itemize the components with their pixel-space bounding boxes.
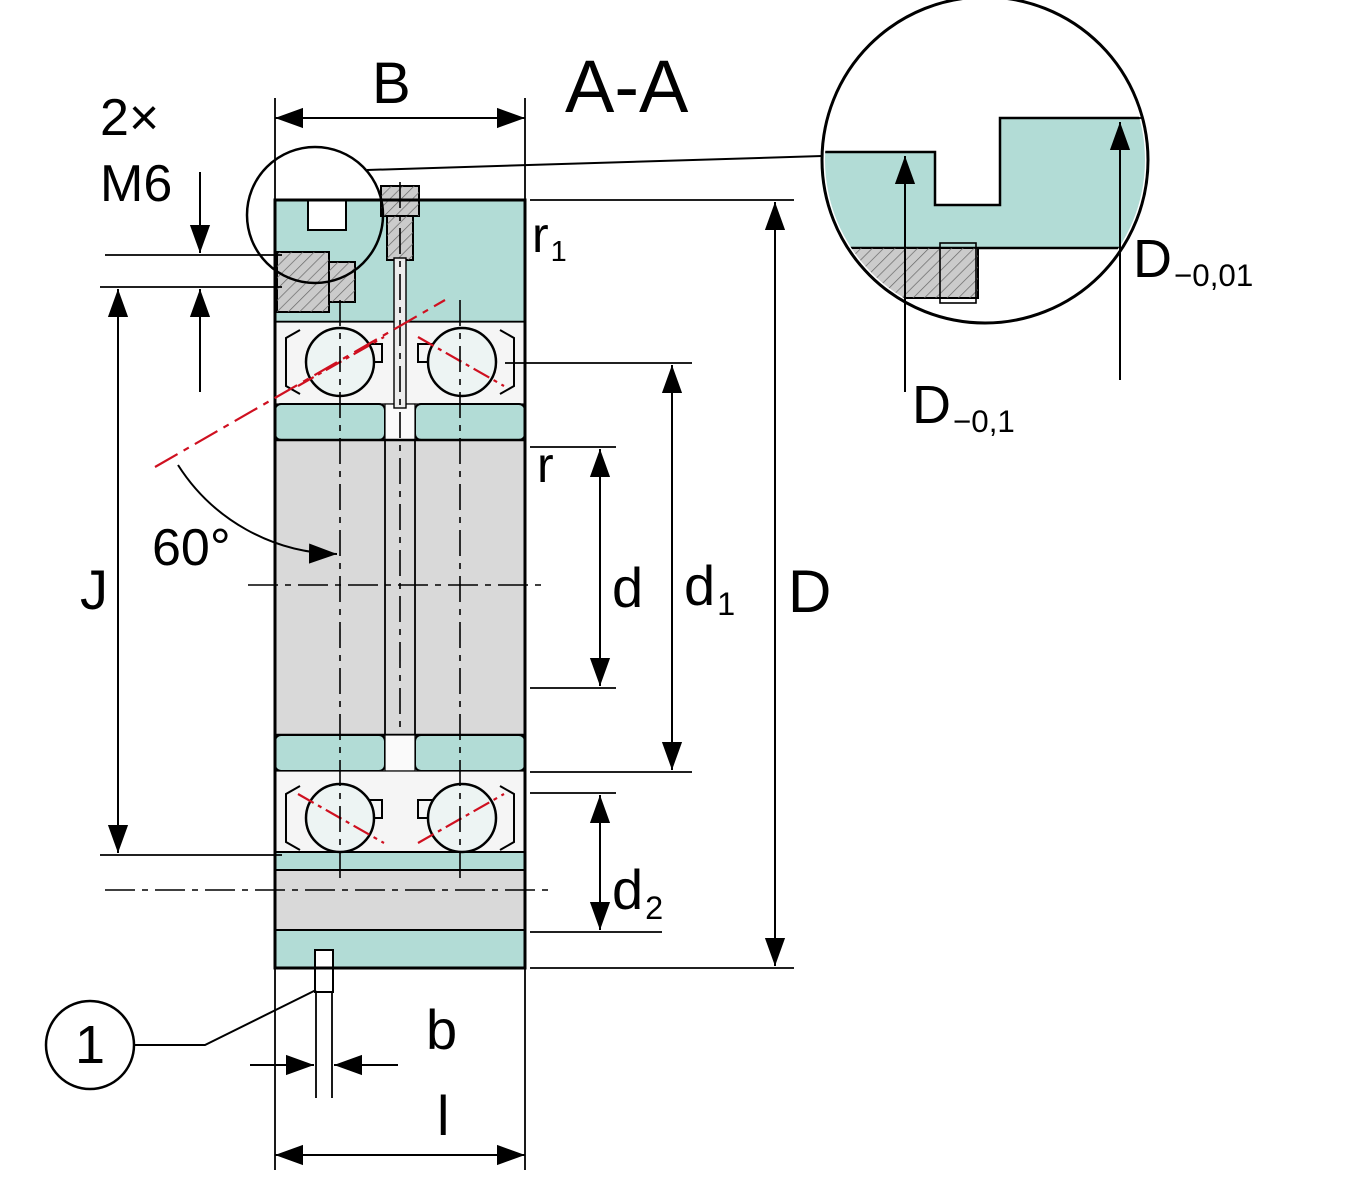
inner-shoulder-upper-left <box>274 403 386 441</box>
detail-screw-step <box>939 242 977 304</box>
outer-ring-bottom-band <box>274 929 526 969</box>
tol-D-precise-sub: −0,01 <box>1174 258 1254 294</box>
dim-label-d2: d2 <box>612 862 663 924</box>
inner-shoulder-upper-right <box>414 403 526 441</box>
callout-1-label: 1 <box>74 1015 106 1075</box>
bearing-cross-section <box>273 185 527 993</box>
callout-leader <box>134 989 317 1046</box>
cage-bracket-icon <box>285 329 301 395</box>
dimension-lines <box>107 107 1131 1166</box>
bottom-slot <box>314 949 334 993</box>
dim-r1-base: r <box>532 207 549 263</box>
dim-r1-sub: 1 <box>550 235 567 268</box>
locating-slot <box>307 199 347 231</box>
center-channel-gap-lower <box>384 734 416 772</box>
outer-ring-lower-strip <box>274 851 526 871</box>
inner-shoulder-lower-left <box>274 734 386 772</box>
dim-label-b: b <box>426 998 458 1061</box>
contact-lines <box>297 336 505 844</box>
dim-label-B: B <box>372 51 411 116</box>
cage-bracket-icon <box>285 785 301 851</box>
detail-source-circle <box>245 145 385 285</box>
screw-count-label: 2× <box>100 89 160 147</box>
cage-bracket-icon <box>499 785 515 851</box>
spigot-band <box>274 869 526 931</box>
dim-label-l: l <box>437 1084 450 1147</box>
tol-D-coarse-sub: −0,1 <box>953 404 1015 440</box>
extension-lines <box>100 98 1142 1170</box>
dim-label-r1: r1 <box>532 207 567 266</box>
detail-view <box>820 0 1150 325</box>
contact-angle-label: 60° <box>152 519 231 577</box>
callout-1-group <box>44 989 317 1091</box>
contact-angle-line <box>154 299 446 468</box>
ball-upper-right <box>426 326 498 398</box>
dim-d1-base: d <box>684 554 716 617</box>
dim-label-r: r <box>537 437 554 493</box>
dim-label-D: D <box>788 558 832 625</box>
centerlines <box>105 182 548 891</box>
tol-label-D-coarse: D−0,1 <box>912 375 1015 438</box>
detail-circle-outline <box>820 0 1150 325</box>
tol-label-D-precise: D−0,01 <box>1133 229 1253 292</box>
dim-d2-sub: 2 <box>645 889 664 926</box>
dim-label-J: J <box>80 558 108 621</box>
dim-d2-base: d <box>612 858 644 921</box>
dim-label-d1: d1 <box>684 558 735 620</box>
dim-d1-sub: 1 <box>717 585 736 622</box>
screw-thread-label: M6 <box>100 155 173 213</box>
cage-bracket-icon <box>499 329 515 395</box>
tol-D-coarse-base: D <box>912 375 951 435</box>
angle-arc <box>177 464 338 564</box>
tol-D-precise-base: D <box>1133 229 1172 289</box>
dim-label-d: d <box>612 556 644 619</box>
section-title: A-A <box>565 45 689 128</box>
callout-circle <box>44 999 136 1091</box>
inner-shoulder-lower-right <box>414 734 526 772</box>
detail-leader-line <box>366 155 823 171</box>
ball-lower-right <box>426 782 498 854</box>
